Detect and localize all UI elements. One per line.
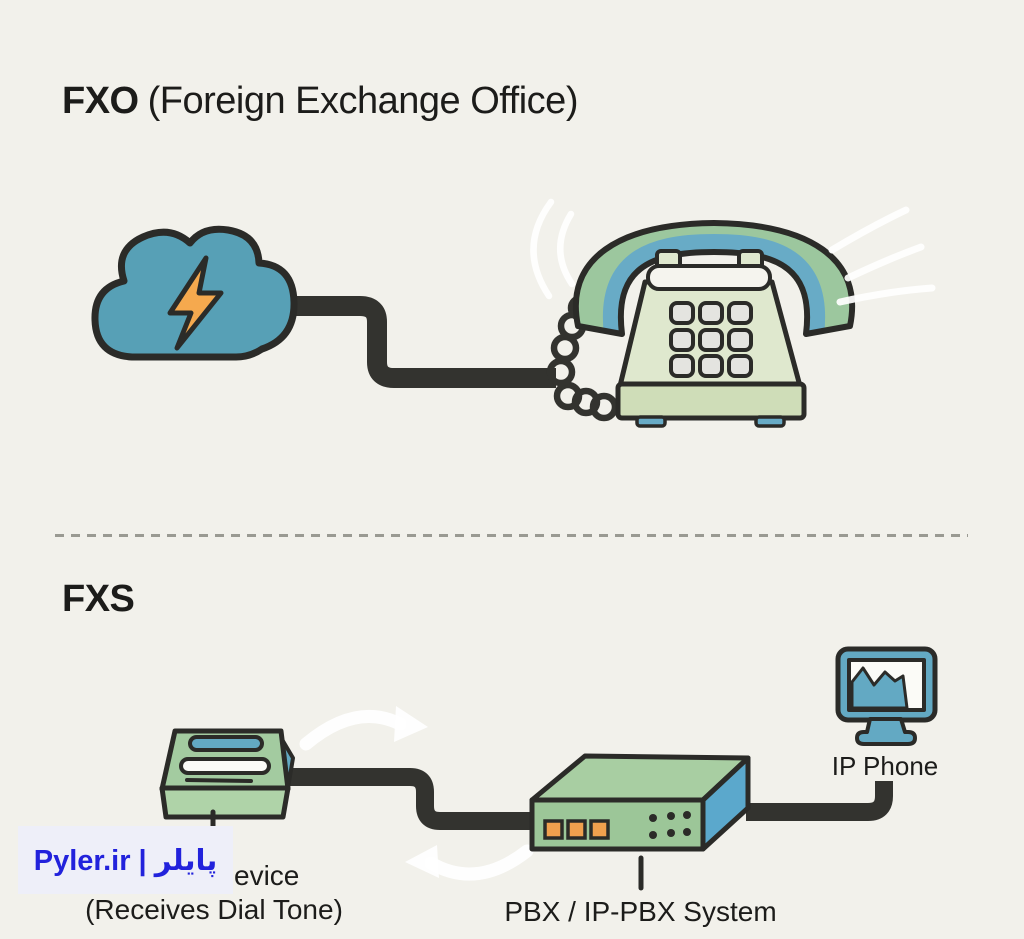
ip-phone-monitor-icon <box>835 646 938 746</box>
signal-arrow-right-icon <box>299 706 428 751</box>
fxs-title-acronym: FXS <box>62 578 135 620</box>
fxo-title-acronym: FXO <box>62 80 139 122</box>
phone-foot-left <box>635 415 667 428</box>
lightning-bolt-icon <box>167 255 224 351</box>
watermark-badge: Pyler.ir | پایلر <box>18 826 233 894</box>
ata-slot <box>188 735 264 752</box>
keypad <box>669 301 753 378</box>
pbx-ports <box>543 819 610 840</box>
section-divider <box>55 534 968 537</box>
fxo-title: FXO(Foreign Exchange Office) <box>62 80 578 123</box>
ata-stripe <box>179 757 271 775</box>
monitor-stand <box>855 717 917 746</box>
ip-phone-label: IP Phone <box>831 751 939 781</box>
ata-to-pbx-cable <box>284 768 536 830</box>
pbx-vents <box>649 811 691 839</box>
pbx-box-icon <box>529 753 751 852</box>
pstn-line-cable <box>288 296 556 388</box>
ata-device-label-fragment: evice <box>234 860 300 891</box>
ata-front <box>159 785 291 820</box>
cloud-lightning-icon <box>91 225 298 361</box>
phone-base <box>615 381 807 421</box>
cradle-bar <box>646 264 772 291</box>
ring-lines-left <box>530 198 576 300</box>
screen-chart <box>850 666 909 710</box>
phone-foot-right <box>754 415 786 428</box>
ata-device-label-line2: (Receives Dial Tone) <box>85 894 343 925</box>
ring-lines-right <box>828 206 936 306</box>
ata-device-icon <box>159 728 295 820</box>
coiled-cord <box>546 294 619 422</box>
pbx-label: PBX / IP-PBX System <box>504 896 777 927</box>
analog-phone-icon <box>572 220 856 428</box>
pbx-to-ipphone-cable <box>746 781 893 821</box>
signal-arrow-left-icon <box>405 844 534 881</box>
fxs-title: FXS <box>62 578 135 621</box>
fxo-title-suffix: (Foreign Exchange Office) <box>147 80 579 122</box>
